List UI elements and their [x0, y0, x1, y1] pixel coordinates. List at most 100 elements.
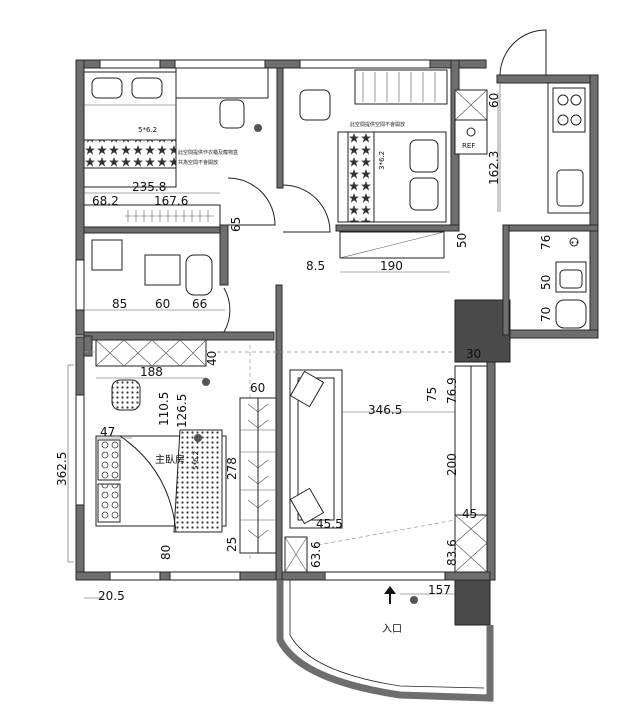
burner-icon: [570, 114, 582, 126]
bathroom-2: [555, 237, 587, 329]
dim-50a: 50: [455, 233, 469, 248]
living-room: 入口: [284, 365, 488, 635]
pillow-master-b: [97, 483, 121, 523]
dim-83-6: 83.6: [445, 539, 459, 566]
window-master-left: [75, 394, 85, 506]
wall-partition-bedrooms: [276, 67, 284, 189]
shower: [91, 239, 123, 271]
dim-66: 66: [192, 297, 207, 311]
dim-190: 190: [380, 259, 403, 273]
window-bedroom2: [299, 59, 431, 69]
dim-20-5: 20.5: [98, 589, 125, 603]
note-right: 此空間提供空間不會開放: [350, 121, 405, 128]
dim-45-5: 45.5: [316, 517, 343, 531]
dim-362-5: 362.5: [55, 452, 69, 486]
fridge: [454, 119, 488, 155]
door-bath1: [180, 287, 231, 333]
wall-left-upper: [75, 59, 85, 336]
wardrobe-master: [95, 339, 207, 367]
wall-corridor-left: [219, 224, 229, 286]
lamp-icon: [410, 596, 418, 604]
wall-corridor-right: [275, 284, 283, 581]
wall-entrance-curve: [276, 580, 494, 702]
kitchen: REF: [454, 29, 591, 214]
window-living-bottom: [324, 571, 446, 581]
pillow-2a: [409, 139, 439, 173]
dim-76: 76: [539, 235, 553, 250]
dim-157: 157: [428, 583, 451, 597]
dim-75: 75: [425, 387, 439, 402]
lamp-icon: [194, 434, 202, 442]
sink-1: [144, 254, 181, 286]
armchair-master: [111, 379, 141, 411]
wall-bath1-bottom: [83, 331, 275, 341]
dim-65: 65: [229, 217, 243, 232]
chair-2: [299, 89, 331, 121]
dim-167-6: 167.6: [154, 194, 188, 208]
toilet-1: [185, 254, 213, 296]
dim-60c: 60: [487, 93, 501, 108]
dim-40: 40: [205, 351, 219, 366]
wall-bath2-top: [502, 224, 599, 232]
window-master-bottom: [109, 571, 161, 581]
bed-master-fold: [119, 435, 177, 533]
wall-stub: [83, 335, 93, 357]
entrance-label: 入口: [382, 624, 402, 635]
shoe-cabinet: [454, 514, 488, 573]
dim-188: 188: [140, 365, 163, 379]
burner-icon: [570, 94, 582, 106]
dim-126-5: 126.5: [175, 394, 189, 428]
bed-2-size: 3*6.2: [378, 151, 386, 170]
pillow-1b: [131, 77, 163, 99]
pillow-master-a: [97, 439, 121, 481]
fridge-label: REF: [462, 142, 475, 150]
windows: [75, 59, 446, 581]
dim-30: 30: [466, 347, 481, 361]
room-label-master: 主臥房: [155, 453, 185, 466]
dim-278: 278: [225, 457, 239, 480]
wall-kitchen-right: [589, 74, 599, 338]
bed-master-size: 5*6.2: [192, 451, 200, 470]
dim-25: 25: [225, 537, 239, 552]
wall-right-living: [486, 349, 496, 581]
hangers-1: [125, 210, 214, 222]
wall-entrance-inner: [289, 580, 485, 689]
dim-45: 45: [462, 507, 477, 521]
wardrobe-2: [354, 69, 448, 105]
dim-60a: 60: [155, 297, 170, 311]
desk-1: [175, 67, 269, 99]
toilet-2: [555, 299, 587, 329]
stove: [552, 87, 586, 133]
dim-8-5: 8.5: [306, 259, 325, 273]
door-bedroom1: [227, 177, 276, 226]
burner-icon: [557, 94, 569, 106]
pillow-2b: [409, 177, 439, 211]
bedroom-2: 3*6.2 此空間提供空間不會開放: [299, 69, 448, 259]
dimension-labels: 235.8 68.2 167.6 65 85 60 66 40 188 110.…: [55, 93, 553, 603]
dim-235-8: 235.8: [132, 180, 166, 194]
dim-85: 85: [112, 297, 127, 311]
lamp-icon: [202, 378, 210, 386]
dim-76-9: 76.9: [445, 377, 459, 404]
wall-kitchen-top: [496, 74, 598, 84]
bedroom-1: 5*6.2 此空間提供作衣櫃及寵物盒 共為空間不會開放: [83, 67, 331, 233]
dim-47: 47: [100, 425, 115, 439]
window-bedroom1b: [174, 59, 266, 69]
note-left-1: 此空間提供作衣櫃及寵物盒: [178, 149, 238, 156]
dimension-lines: [67, 93, 499, 599]
bed-1-blanket: [83, 139, 177, 169]
bed-2-blanket: [347, 131, 375, 223]
dim-200: 200: [445, 453, 459, 476]
dim-346-5: 346.5: [368, 403, 402, 417]
door-bedroom2: [282, 184, 331, 233]
entrance-arrow-icon: [384, 586, 396, 604]
window-bath1: [75, 259, 85, 311]
faucet-icon: [569, 237, 579, 247]
pillar-bottom-right: [454, 576, 491, 626]
bed-master-headboard: [173, 429, 223, 533]
window-bedroom1: [99, 59, 161, 69]
wall-bath2-left: [502, 224, 510, 336]
dim-162-3: 162.3: [487, 151, 501, 185]
bathroom-1: [91, 239, 231, 333]
